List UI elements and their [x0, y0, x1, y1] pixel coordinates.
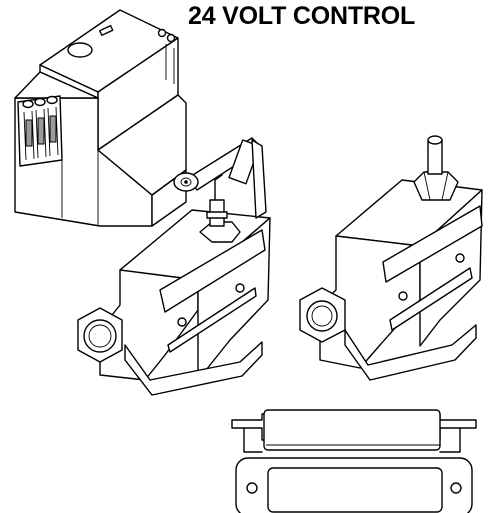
mounting-bracket-icon: [231, 409, 477, 513]
relay-module-icon: [14, 9, 187, 227]
plunger-limit-switch-icon: [299, 135, 483, 381]
page-title: 24 VOLT CONTROL: [188, 2, 416, 30]
roller-lever-limit-switch-icon: [77, 137, 271, 396]
